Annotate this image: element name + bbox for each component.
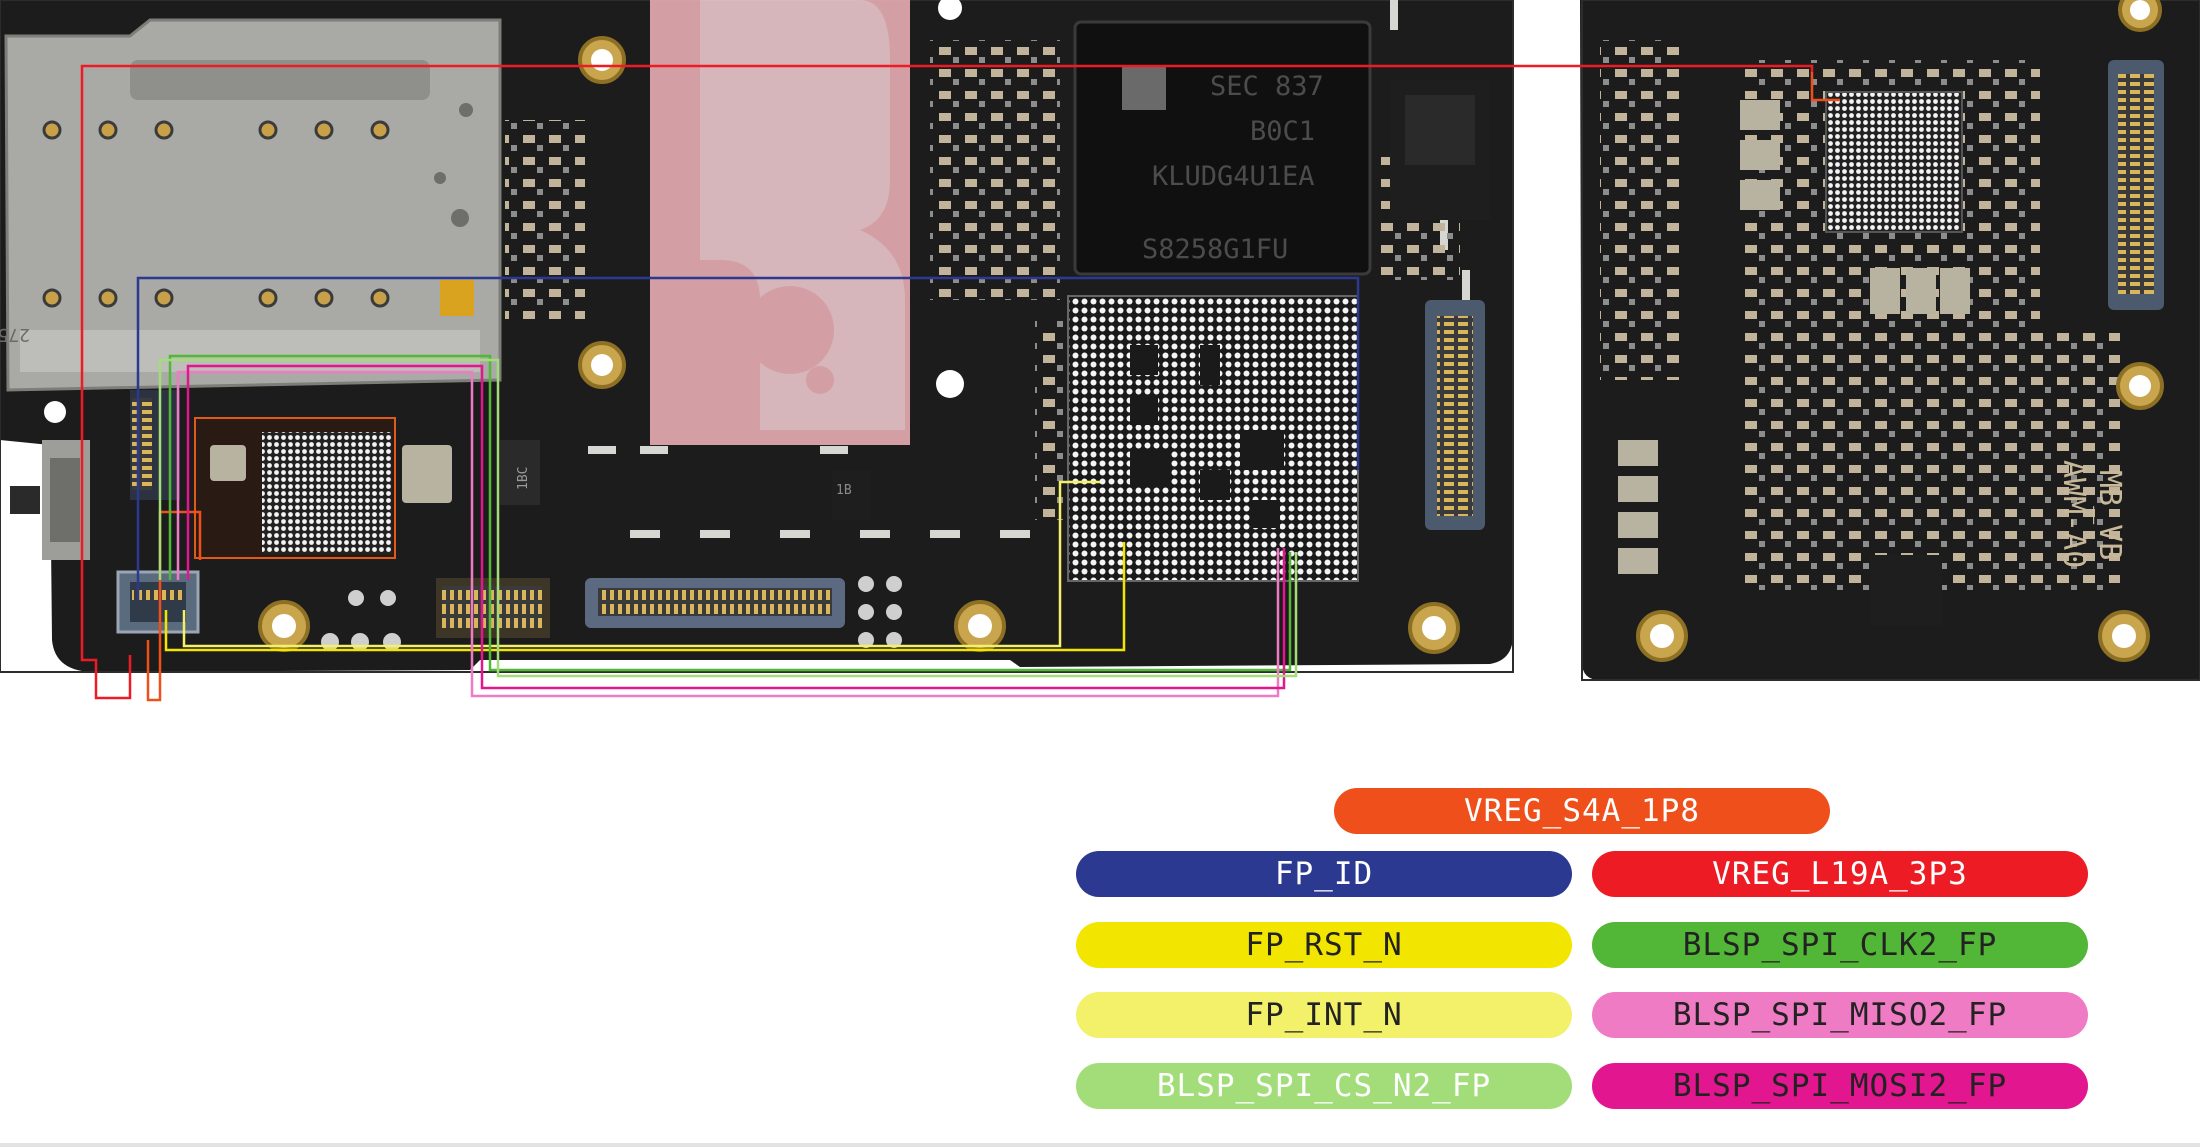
ic-marking-1bc: 1BC bbox=[516, 467, 531, 490]
legend-vreg-s4a-1p8: VREG_S4A_1P8 bbox=[1334, 788, 1830, 834]
trace-vreg-l19a-3p3-tail bbox=[80, 640, 132, 700]
legend-blsp-spi-cs-n2-fp: BLSP_SPI_CS_N2_FP bbox=[1076, 1063, 1572, 1109]
legend-fp-id: FP_ID bbox=[1076, 851, 1572, 897]
legend-blsp-spi-clk2-fp: BLSP_SPI_CLK2_FP bbox=[1592, 922, 2088, 968]
watermark-logo bbox=[650, 0, 910, 445]
fp-connector bbox=[116, 570, 200, 634]
trace-blsp-spi-mosi2-fp bbox=[186, 364, 1286, 690]
left-board: 2751 18 VB 1BC bbox=[0, 0, 1514, 673]
legend-fp-int-n-label: FP_INT_N bbox=[1245, 997, 1403, 1033]
legend-blsp-spi-mosi2-fp: BLSP_SPI_MOSI2_FP bbox=[1592, 1063, 2088, 1109]
legend-fp-id-label: FP_ID bbox=[1274, 856, 1374, 892]
legend-blsp-spi-clk2-fp-label: BLSP_SPI_CLK2_FP bbox=[1682, 927, 1998, 963]
sim-tray: 2751 18 VB bbox=[0, 18, 502, 392]
bottom-divider bbox=[0, 1143, 2200, 1147]
trace-fp-id bbox=[136, 276, 1360, 600]
ic-marking-1b: 1B bbox=[836, 483, 852, 498]
emmc-chip: SEC 837 B0C1 KLUDG4U1EA S8258G1FU bbox=[1073, 20, 1372, 276]
emmc-marking-3: KLUDG4U1EA bbox=[1152, 161, 1315, 192]
legend-vreg-l19a-3p3: VREG_L19A_3P3 bbox=[1592, 851, 2088, 897]
legend-fp-rst-n: FP_RST_N bbox=[1076, 922, 1572, 968]
trace-vreg-l19a-3p3 bbox=[80, 64, 1814, 640]
legend-blsp-spi-miso2-fp: BLSP_SPI_MISO2_FP bbox=[1592, 992, 2088, 1038]
trace-fp-rst-n bbox=[164, 542, 1126, 652]
legend-blsp-spi-cs-n2-fp-label: BLSP_SPI_CS_N2_FP bbox=[1156, 1068, 1492, 1104]
pmic-bga bbox=[1825, 91, 1963, 233]
trace-blsp-spi-miso2-fp bbox=[176, 370, 1280, 698]
right-board: MB_VB AWM-A0 bbox=[1580, 0, 2200, 681]
cpu-bga bbox=[1067, 295, 1359, 582]
emmc-marking-2: B0C1 bbox=[1250, 116, 1315, 147]
signal-traces bbox=[80, 64, 1840, 702]
trace-blsp-spi-cs-n2-fp bbox=[158, 358, 1298, 678]
emmc-marking-4: S8258G1FU bbox=[1142, 234, 1288, 265]
legend-vreg-l19a-3p3-label: VREG_L19A_3P3 bbox=[1712, 856, 1968, 892]
legend-fp-rst-n-label: FP_RST_N bbox=[1245, 927, 1403, 963]
legend-blsp-spi-mosi2-fp-label: BLSP_SPI_MOSI2_FP bbox=[1672, 1068, 2008, 1104]
trace-blsp-spi-clk2-fp bbox=[168, 354, 1292, 672]
trace-vreg-s4a-1p8 bbox=[146, 510, 202, 702]
trace-fp-int-n bbox=[182, 480, 1100, 648]
legend-vreg-s4a-1p8-label: VREG_S4A_1P8 bbox=[1464, 793, 1700, 829]
legend-blsp-spi-miso2-fp-label: BLSP_SPI_MISO2_FP bbox=[1672, 997, 2008, 1033]
sim-tray-marking: 2751 18 VB bbox=[0, 324, 30, 345]
emmc-marking-1: SEC 837 bbox=[1210, 71, 1324, 102]
legend-fp-int-n: FP_INT_N bbox=[1076, 992, 1572, 1038]
board-marking-awm-a0: AWM-A0 bbox=[2056, 460, 2091, 568]
board-marking-mb-vb: MB_VB bbox=[2092, 470, 2127, 560]
